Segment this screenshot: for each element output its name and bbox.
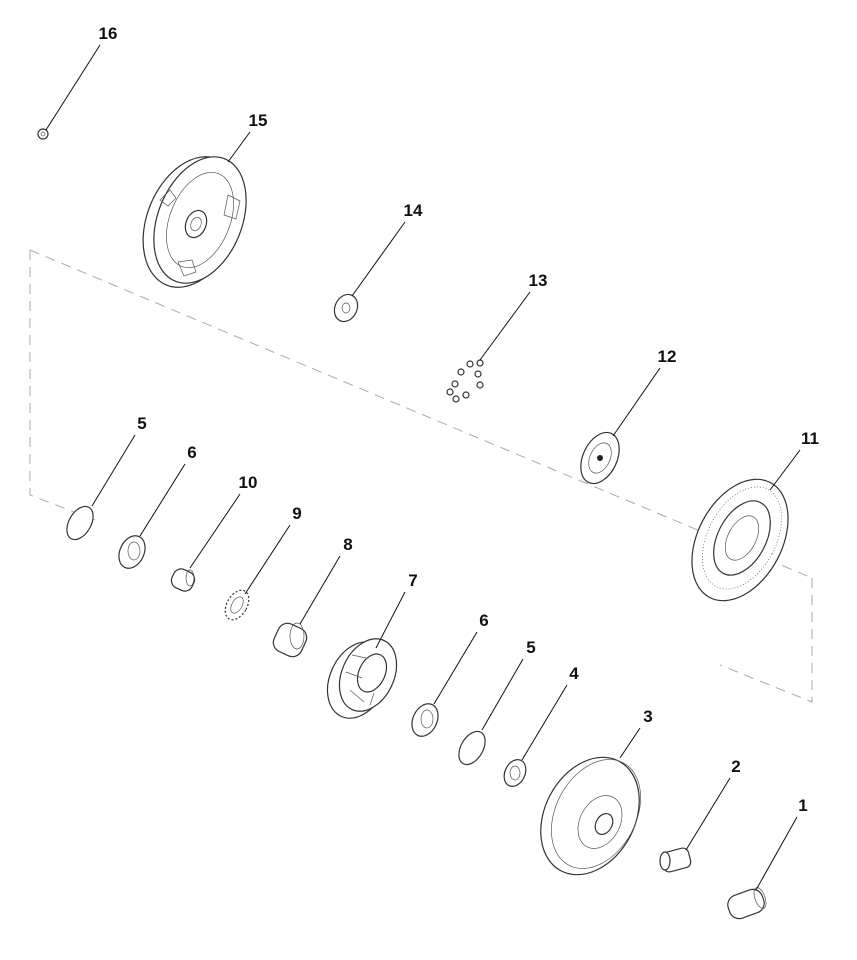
assembly-boundary-top [29, 249, 813, 579]
callout-7: 7 [408, 571, 417, 590]
callout-10: 10 [239, 473, 258, 492]
part-5-snap-ring-2 [458, 730, 486, 766]
callout-6: 6 [187, 443, 196, 462]
assembly-boundary [29, 250, 96, 521]
part-15-cover [142, 156, 247, 288]
part-9-roller-bearing [224, 589, 250, 621]
callout-8: 8 [343, 535, 352, 554]
part-6-bearing-retainer-2 [411, 703, 439, 737]
part-10-bushing [170, 568, 196, 592]
part-11-friction-disc [691, 478, 789, 602]
part-3-impeller-housing [540, 756, 641, 876]
callout-4: 4 [569, 664, 579, 683]
callout-12: 12 [658, 347, 677, 366]
callout-14: 14 [404, 201, 423, 220]
part-6-bearing-retainer [118, 535, 146, 569]
part-2-hub [659, 847, 692, 873]
part-16-nut [37, 128, 49, 140]
callout-16: 16 [99, 24, 118, 43]
callout-2: 2 [731, 757, 740, 776]
callout-5: 5 [137, 414, 146, 433]
part-5-snap-ring [66, 505, 94, 541]
callout-6b: 6 [479, 611, 488, 630]
leader-lines [45, 44, 801, 891]
callout-9: 9 [292, 504, 301, 523]
assembly-boundary-right [719, 578, 813, 703]
callout-3: 3 [643, 707, 652, 726]
callout-11: 11 [801, 429, 819, 448]
callout-1: 1 [798, 796, 807, 815]
part-1-pilot [727, 887, 767, 920]
callout-13: 13 [529, 271, 548, 290]
part-7-stator [326, 638, 398, 719]
part-14-washer [333, 293, 359, 323]
part-8-race [272, 622, 308, 658]
part-4-thrust-washer [503, 759, 527, 787]
callout-15: 15 [249, 111, 268, 130]
part-12-flex-plate [580, 431, 620, 485]
part-13-bolts [446, 359, 484, 403]
callout-5b: 5 [526, 638, 535, 657]
